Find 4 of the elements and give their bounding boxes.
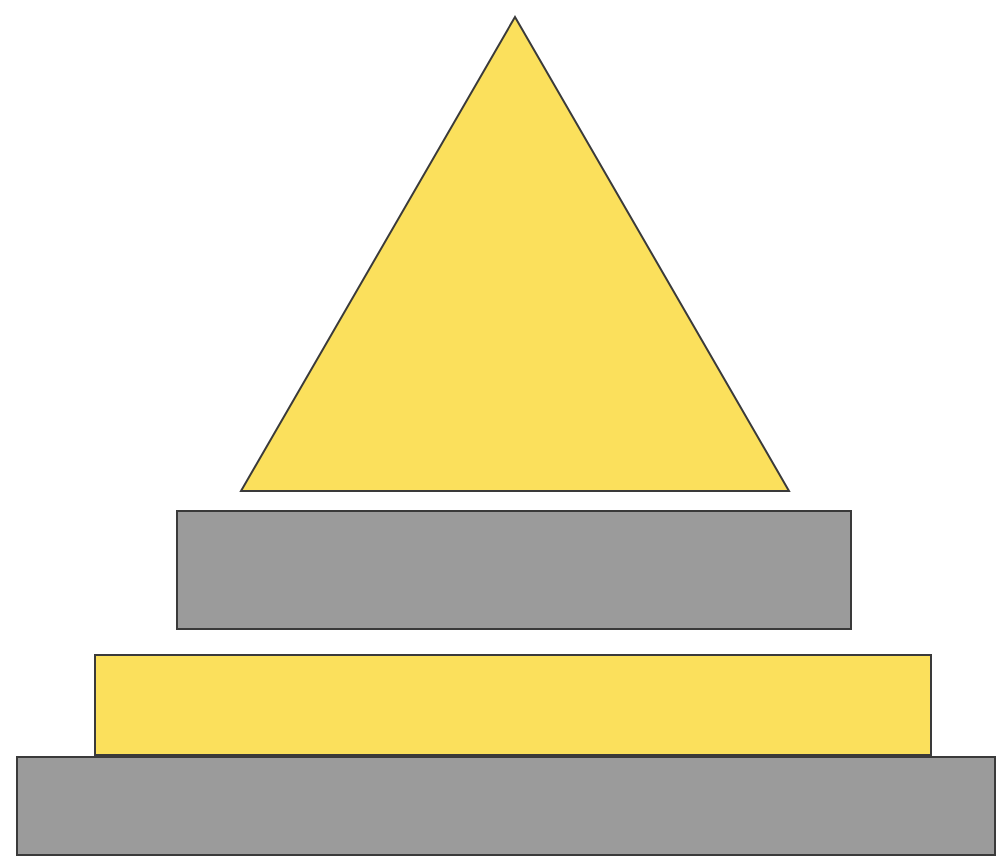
bar-shape <box>94 654 932 756</box>
triangle-shape <box>240 16 790 492</box>
bar-shape <box>16 756 996 856</box>
bar-shape <box>176 510 852 630</box>
